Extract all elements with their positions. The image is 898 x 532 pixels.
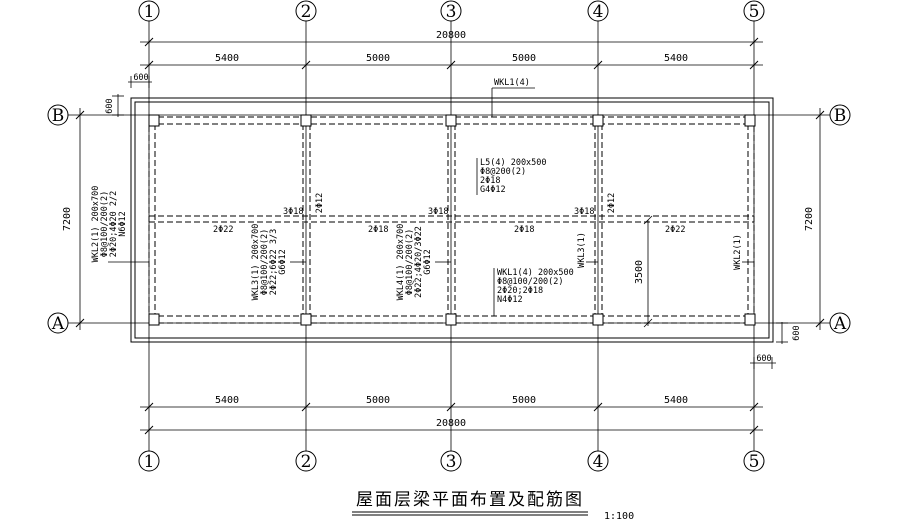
axis-label-A-right: A	[833, 314, 847, 334]
wkl1-top-label: WKL1(4)	[494, 78, 530, 88]
wkl3-left-line-2: Φ8@100/200(2)	[260, 229, 270, 296]
wkl3-right-label: WKL3(1)	[577, 232, 587, 268]
column-3A	[445, 313, 457, 326]
column-4A	[592, 313, 604, 326]
beam-lines	[148, 116, 755, 324]
wkl3-left-line-3: 2Φ22;6Φ22 3/3	[269, 229, 279, 296]
wkl2-left-line-2: Φ8@100/200(2)	[100, 191, 110, 258]
wkl4-line-3: 2Φ22;4Φ20/3Φ22	[414, 226, 424, 298]
axis-label-2-bottom: 2	[301, 452, 312, 472]
span-dimension-3-top: 5000	[512, 53, 536, 64]
axis-label-5-top: 5	[749, 2, 760, 22]
span-dimension-2-top: 5000	[366, 53, 390, 64]
wkl1-bottom-line-2: Φ8@100/200(2)	[497, 277, 564, 287]
beam-annotations: WKL1(4) WKL2(1) 200x700 Φ8@100/200(2) 2Φ…	[91, 78, 754, 316]
grid-lines	[68, 21, 830, 451]
overall-dimension-top: 20800	[436, 30, 466, 41]
axis-label-B-left: B	[52, 106, 65, 126]
axis-label-5-bottom: 5	[749, 452, 760, 472]
column-2B	[300, 114, 312, 127]
wkl2-left-line-3: 2Φ20;4Φ20 2/2	[109, 191, 119, 258]
axis-label-4-top: 4	[593, 2, 604, 22]
column-1A	[148, 313, 160, 326]
column-5A	[744, 313, 756, 326]
wkl1-bottom-line-4: N4Φ12	[497, 295, 523, 305]
axis-label-B-right: B	[834, 106, 847, 126]
overhang-dimension-top: 600	[133, 73, 148, 83]
overhang-dimension-right: 600	[792, 325, 802, 340]
column-1B	[148, 114, 160, 127]
depth-dimension-left: 7200	[62, 207, 73, 231]
span-dimension-4-top: 5400	[664, 53, 688, 64]
axis-label-A-left: A	[51, 314, 65, 334]
column-4B	[592, 114, 604, 127]
top-axis-bubbles: 1 2 3 4 5	[138, 0, 765, 22]
wkl3-left-annotation: WKL3(1) 200x700 Φ8@100/200(2) 2Φ22;6Φ22 …	[251, 224, 288, 301]
span-dimension-4-bottom: 5400	[664, 395, 688, 406]
bottom-dimensions: 5400 5000 5000 5400 20800	[140, 395, 763, 435]
roof-outline	[130, 97, 774, 343]
top-rebar-2-12-c: 2Φ12	[607, 193, 617, 213]
top-rebar-3-18-a: 3Φ18	[283, 207, 303, 217]
mid-rebar-2-22-a: 2Φ22	[213, 225, 233, 235]
overhang-dimension-bottom: 600	[756, 354, 771, 364]
drawing-scale: 1:100	[604, 511, 634, 522]
mid-rebar-2-22-d: 2Φ22	[665, 225, 685, 235]
span-dimension-2-bottom: 5000	[366, 395, 390, 406]
span-dimension-1-top: 5400	[215, 53, 239, 64]
column-2A	[300, 313, 312, 326]
row-axis-bubbles: B A B A	[47, 104, 851, 334]
span-dimension-1-bottom: 5400	[215, 395, 239, 406]
span-dimension-3-bottom: 5000	[512, 395, 536, 406]
column-3B	[445, 114, 457, 127]
drawing-title-block: 屋面层梁平面布置及配筋图 1:100	[352, 490, 634, 522]
wkl2-left-line-1: WKL2(1) 200x700	[91, 186, 101, 263]
wkl4-annotation: WKL4(1) 200x700 Φ8@100/200(2) 2Φ22;4Φ20/…	[396, 224, 433, 301]
l5-line-4: G4Φ12	[480, 185, 506, 195]
mid-rebar-2-18-b: 2Φ18	[368, 225, 388, 235]
mid-rebar-2-18-c: 2Φ18	[514, 225, 534, 235]
wkl3-left-line-1: WKL3(1) 200x700	[251, 224, 261, 301]
wkl4-line-1: WKL4(1) 200x700	[396, 224, 406, 301]
bottom-axis-bubbles: 1 2 3 4 5	[138, 450, 765, 472]
axis-label-1-top: 1	[144, 2, 155, 22]
axis-label-4-bottom: 4	[593, 452, 604, 472]
wkl4-line-2: Φ8@100/200(2)	[405, 229, 415, 296]
top-rebar-3-18-c: 3Φ18	[574, 207, 594, 217]
axis-label-3-top: 3	[446, 2, 457, 22]
wkl1-bottom-line-3: 2Φ20;2Φ18	[497, 286, 543, 296]
wkl2-left-line-4: N6Φ12	[118, 211, 128, 237]
wkl2-left-annotation: WKL2(1) 200x700 Φ8@100/200(2) 2Φ20;4Φ20 …	[91, 186, 128, 263]
columns	[148, 114, 756, 326]
column-5B	[744, 114, 756, 127]
axis-label-3-bottom: 3	[446, 452, 457, 472]
l5-line-2: Φ8@200(2)	[480, 167, 526, 177]
top-rebar-3-18-b: 3Φ18	[428, 207, 448, 217]
overall-dimension-bottom: 20800	[436, 418, 466, 429]
wkl3-left-line-4: G6Φ12	[278, 249, 288, 275]
l5-line-1: L5(4) 200x500	[480, 158, 547, 168]
depth-dimension-right: 7200	[804, 207, 815, 231]
wkl2-right-label: WKL2(1)	[733, 234, 743, 270]
l5-offset-dimension: 3500	[634, 260, 645, 284]
top-rebar-2-12-a: 2Φ12	[315, 193, 325, 213]
overhang-dimension-top-left: 600	[105, 98, 115, 113]
wkl4-line-4: G6Φ12	[423, 249, 433, 275]
top-dimensions: 20800 5400 5000 5000 5400	[140, 30, 763, 70]
l5-line-3: 2Φ18	[480, 176, 500, 186]
wkl1-bottom-line-1: WKL1(4) 200x500	[497, 268, 574, 278]
axis-label-1-bottom: 1	[144, 452, 155, 472]
drawing-title: 屋面层梁平面布置及配筋图	[356, 490, 584, 510]
side-dimensions: 7200 7200 600 600 600 600 3500	[62, 73, 825, 369]
axis-label-2-top: 2	[301, 2, 312, 22]
